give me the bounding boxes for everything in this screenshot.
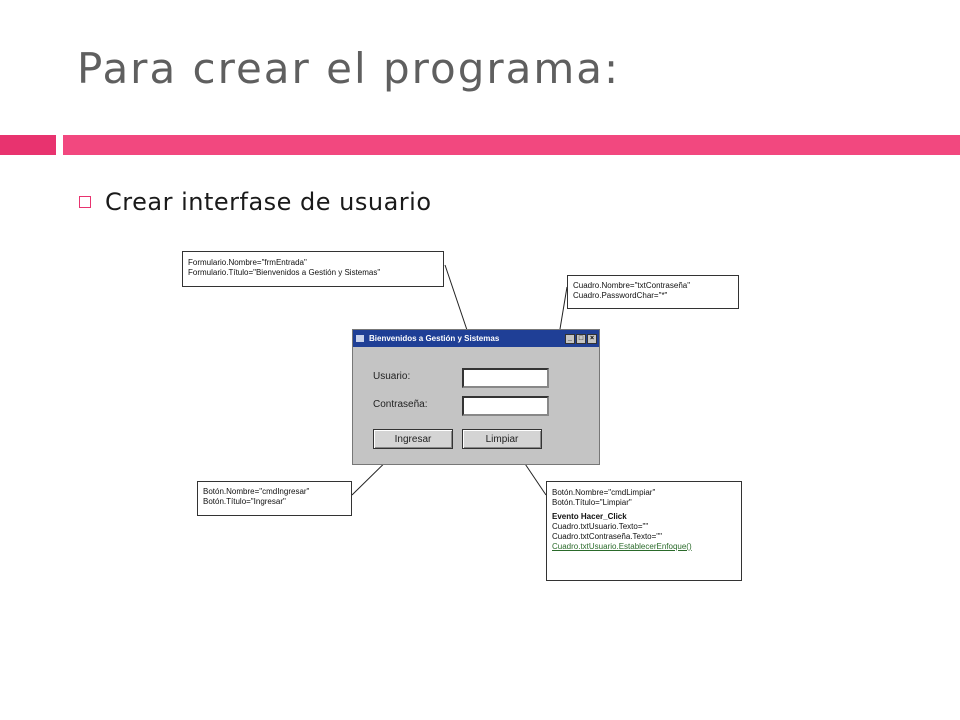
bullet-text: Crear interfase de usuario bbox=[105, 188, 432, 216]
callout-event-title: Evento Hacer_Click bbox=[552, 512, 627, 521]
callout-line: Formulario.Título="Bienvenidos a Gestión… bbox=[188, 268, 381, 277]
password-label: Contraseña: bbox=[373, 399, 428, 410]
callout-line: Cuadro.txtUsuario.Texto="" bbox=[552, 522, 649, 531]
callout-line: Botón.Título="Ingresar" bbox=[203, 497, 286, 506]
bullet-item: Crear interfase de usuario bbox=[79, 188, 432, 216]
login-dialog-window: Bienvenidos a Gestión y Sistemas _ □ × U… bbox=[352, 329, 600, 465]
ingresar-button[interactable]: Ingresar bbox=[373, 429, 453, 449]
callout-line: Botón.Nombre="cmdIngresar" bbox=[203, 487, 310, 496]
accent-bar-right bbox=[63, 135, 960, 155]
accent-bar-left bbox=[0, 135, 56, 155]
callout-line: Botón.Nombre="cmdLimpiar" bbox=[552, 488, 656, 497]
connector-form bbox=[444, 264, 469, 334]
dialog-title: Bienvenidos a Gestión y Sistemas bbox=[369, 334, 500, 343]
callout-line: Cuadro.txtContraseña.Texto="" bbox=[552, 532, 662, 541]
dialog-titlebar[interactable]: Bienvenidos a Gestión y Sistemas _ □ × bbox=[353, 330, 599, 347]
callout-line: Formulario.Nombre="frmEntrada" bbox=[188, 258, 307, 267]
maximize-icon[interactable]: □ bbox=[576, 333, 586, 344]
callout-line: Cuadro.PasswordChar="*" bbox=[573, 291, 668, 300]
callout-line: Cuadro.Nombre="txtContraseña" bbox=[573, 281, 691, 290]
limpiar-button[interactable]: Limpiar bbox=[462, 429, 542, 449]
callout-limpiar-properties: Botón.Nombre="cmdLimpiar" Botón.Título="… bbox=[546, 481, 742, 581]
ui-diagram-figure: Formulario.Nombre="frmEntrada" Formulari… bbox=[175, 245, 755, 590]
slide-title: Para crear el programa: bbox=[77, 44, 621, 93]
close-icon[interactable]: × bbox=[587, 333, 597, 344]
callout-line: Botón.Título="Limpiar" bbox=[552, 498, 632, 507]
callout-form-properties: Formulario.Nombre="frmEntrada" Formulari… bbox=[182, 251, 444, 287]
callout-password-properties: Cuadro.Nombre="txtContraseña" Cuadro.Pas… bbox=[567, 275, 739, 309]
usuario-label: Usuario: bbox=[373, 371, 411, 382]
window-app-icon bbox=[356, 335, 364, 342]
callout-ingresar-properties: Botón.Nombre="cmdIngresar" Botón.Título=… bbox=[197, 481, 352, 516]
password-input[interactable] bbox=[462, 396, 549, 416]
minimize-icon[interactable]: _ bbox=[565, 333, 575, 344]
usuario-input[interactable] bbox=[462, 368, 549, 388]
callout-event-link: Cuadro.txtUsuario.EstablecerEnfoque() bbox=[552, 542, 692, 551]
square-bullet-icon bbox=[79, 196, 91, 208]
window-controls: _ □ × bbox=[565, 333, 597, 344]
